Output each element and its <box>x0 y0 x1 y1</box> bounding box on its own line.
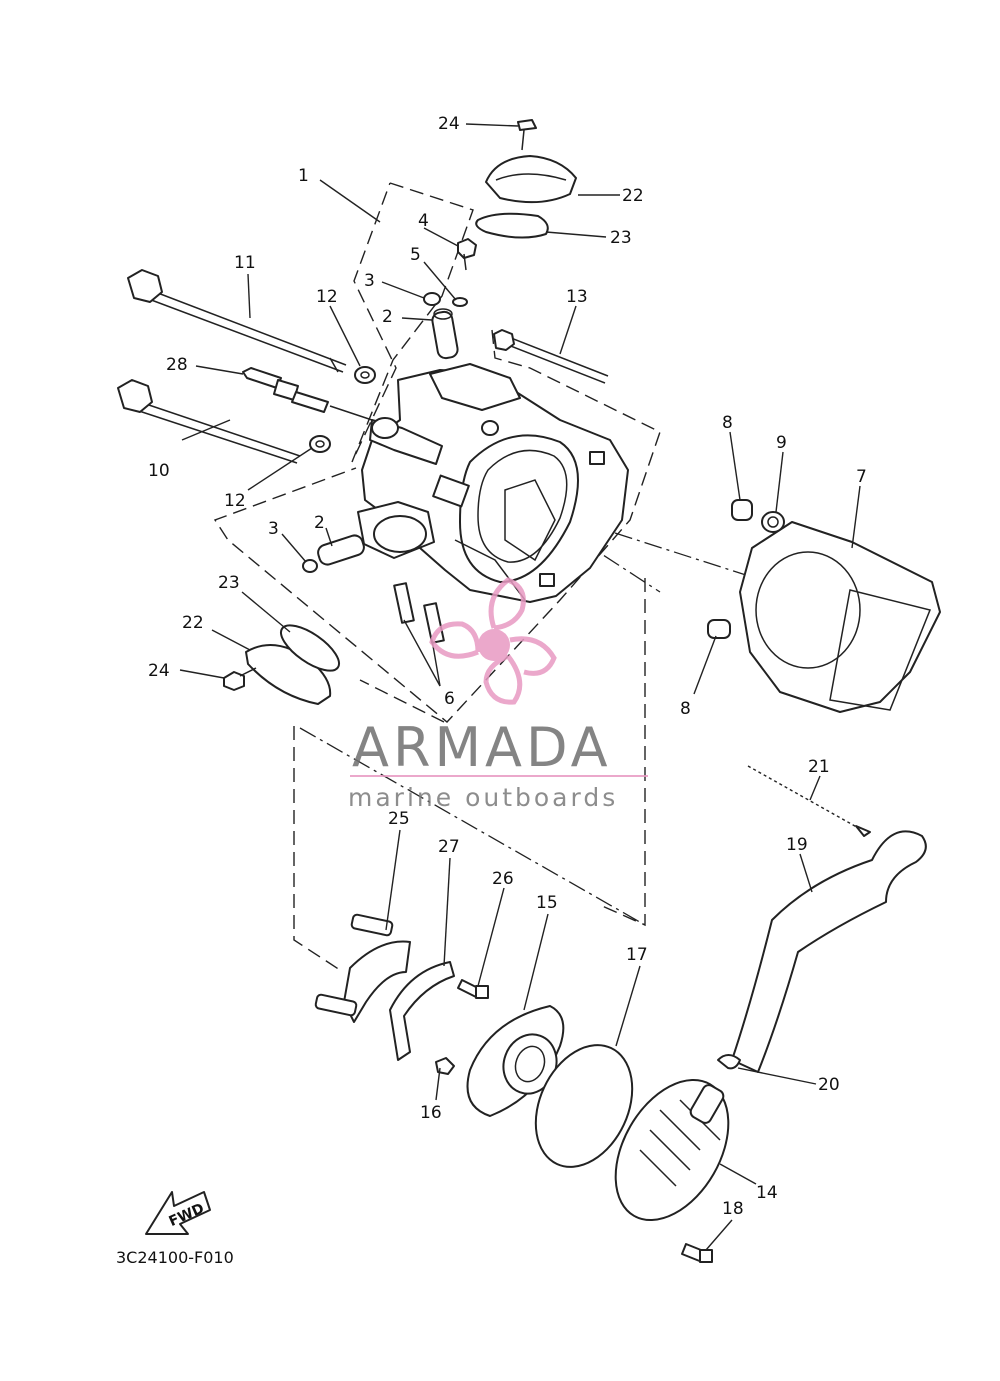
cover-plate-15 <box>466 1005 565 1117</box>
washer-lower <box>309 435 331 453</box>
cylinder-head-bolt-short <box>117 379 301 464</box>
cylinder-gasket <box>739 521 941 713</box>
cylinder-head-cover <box>614 1078 730 1222</box>
callout-26: 26 <box>492 869 514 889</box>
bolt-left <box>223 667 257 691</box>
callout-7: 7 <box>856 467 867 487</box>
callout-3a: 3 <box>364 271 375 291</box>
watermark-logo: ARMADA marine outboards <box>348 577 648 812</box>
dowel-pin-lower <box>317 534 365 566</box>
bolt-16 <box>435 1057 455 1075</box>
callout-8a: 8 <box>722 413 733 433</box>
o-ring-lower <box>302 559 318 573</box>
callout-27: 27 <box>438 837 460 857</box>
spark-plug <box>242 367 421 437</box>
callout-11: 11 <box>234 253 256 273</box>
callout-12b: 12 <box>224 491 246 511</box>
stud-bolt-left <box>393 582 415 624</box>
oil-seal <box>761 511 785 533</box>
callout-1: 1 <box>298 166 309 186</box>
assembly-outline-upper <box>213 182 661 723</box>
dowel-pin-upper <box>431 310 459 360</box>
hose-clamp <box>717 1054 741 1070</box>
callout-8b: 8 <box>680 699 691 719</box>
callout-12a: 12 <box>316 287 338 307</box>
callout-28: 28 <box>166 355 188 375</box>
callout-17: 17 <box>626 945 648 965</box>
callout-23a: 23 <box>610 228 632 248</box>
propeller-icon <box>429 577 557 705</box>
cover-top <box>485 155 577 204</box>
gasket-left <box>280 624 340 672</box>
cable-tie <box>747 765 871 837</box>
watermark-tagline: marine outboards <box>348 783 618 812</box>
callout-6: 6 <box>444 689 455 709</box>
cylinder-head <box>357 363 629 603</box>
watermark-brand: ARMADA <box>352 716 612 779</box>
bolt-18 <box>681 1243 713 1263</box>
o-ring-17 <box>534 1044 634 1168</box>
washer-upper <box>354 366 376 384</box>
callout-4: 4 <box>418 211 429 231</box>
callout-labels: 1 2 2 3 3 4 5 6 7 8 8 9 10 11 12 12 13 1… <box>148 114 867 1219</box>
callout-22a: 22 <box>622 186 644 206</box>
small-washer <box>452 297 468 307</box>
camshaft-holder <box>314 913 411 1023</box>
bolt-26 <box>457 979 489 999</box>
breather-hose <box>731 830 927 1073</box>
callout-13: 13 <box>566 287 588 307</box>
head-bolt-13 <box>493 329 609 384</box>
callout-14: 14 <box>756 1183 778 1203</box>
callout-9: 9 <box>776 433 787 453</box>
bracket-27 <box>389 961 455 1061</box>
small-bolt <box>457 238 477 259</box>
callout-16: 16 <box>420 1103 442 1123</box>
diagram-code: 3C24100-F010 <box>116 1248 234 1267</box>
callout-24a: 24 <box>438 114 460 134</box>
leader-lines <box>179 123 861 1251</box>
callout-22b: 22 <box>182 613 204 633</box>
cover-left <box>245 644 332 705</box>
dowel-upper-right <box>731 499 753 521</box>
callout-25: 25 <box>388 809 410 829</box>
callout-2a: 2 <box>382 307 393 327</box>
callout-20: 20 <box>818 1075 840 1095</box>
callout-18: 18 <box>722 1199 744 1219</box>
callout-21: 21 <box>808 757 830 777</box>
bolt-top <box>517 119 537 151</box>
forward-arrow: FWD <box>145 1191 211 1235</box>
callout-2b: 2 <box>314 513 325 533</box>
callout-24b: 24 <box>148 661 170 681</box>
cylinder-head-bolt-long <box>127 269 347 373</box>
callout-5: 5 <box>410 245 421 265</box>
callout-10: 10 <box>148 461 170 481</box>
callout-3b: 3 <box>268 519 279 539</box>
gasket-top <box>475 212 549 239</box>
o-ring-upper <box>423 292 441 306</box>
callout-19: 19 <box>786 835 808 855</box>
callout-15: 15 <box>536 893 558 913</box>
dowel-lower-right <box>707 619 731 639</box>
callout-23b: 23 <box>218 573 240 593</box>
